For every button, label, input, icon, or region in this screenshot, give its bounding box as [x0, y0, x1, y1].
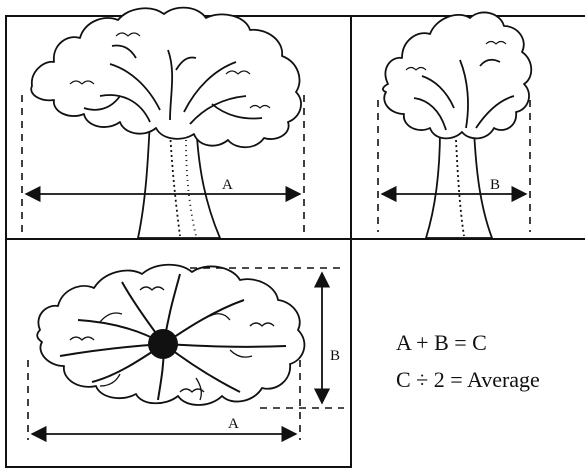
- front-tree-illustration: [30, 6, 302, 239]
- side-tree-crown: [382, 11, 533, 140]
- side-tree-illustration: [382, 11, 533, 239]
- top-bounds-guides: [27, 267, 344, 440]
- top-view-panel: [5, 238, 352, 468]
- top-view-trunk-center: [148, 329, 178, 359]
- label-b-top: B: [330, 348, 340, 364]
- side-width-guides: [377, 100, 531, 232]
- front-tree-crown: [30, 6, 302, 149]
- side-tree-trunk: [425, 129, 493, 239]
- top-view-crown: [36, 263, 306, 406]
- front-tree-trunk: [137, 119, 221, 239]
- label-a-front: A: [222, 177, 233, 193]
- front-width-guides: [21, 95, 305, 232]
- label-a-top: A: [228, 416, 239, 432]
- label-b-side: B: [490, 177, 500, 193]
- equation-average: C ÷ 2 = Average: [396, 367, 540, 392]
- equation-sum: A + B = C: [396, 330, 487, 355]
